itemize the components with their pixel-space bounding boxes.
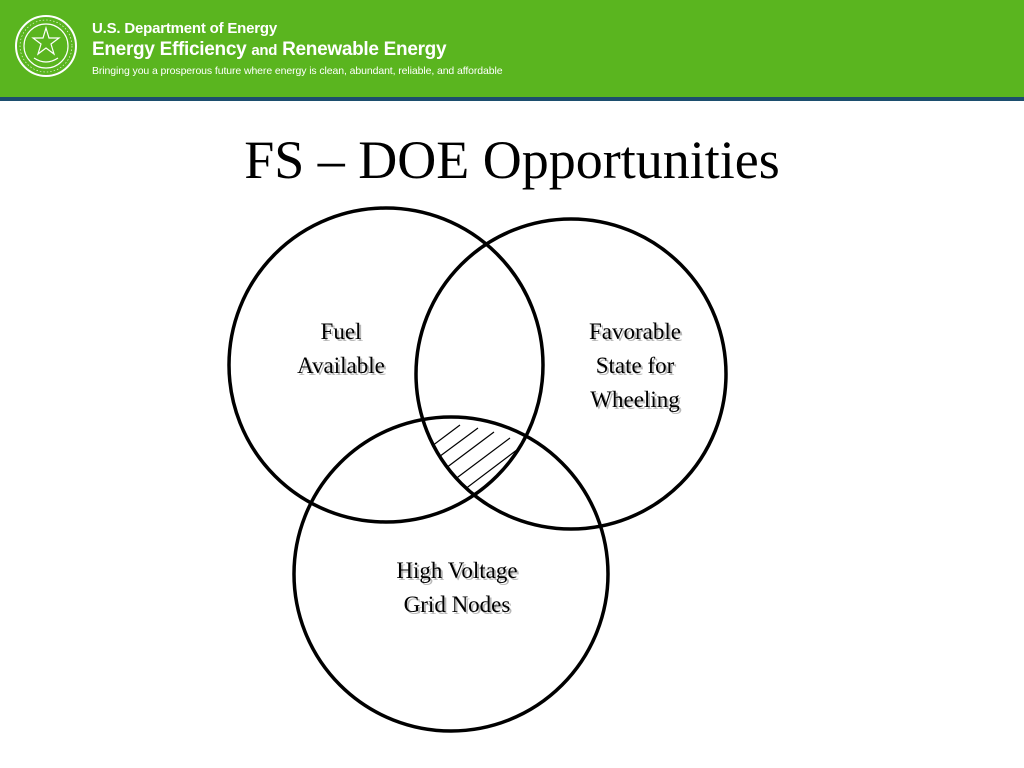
venn-label-favorable-line2-shadow: State for	[598, 355, 677, 380]
venn-label-fuel-line1: Fuel	[321, 319, 362, 344]
venn-label-favorable-state: Favorable Favorable State for State for …	[589, 319, 683, 414]
slide-title: FS – DOE Opportunities	[244, 130, 780, 190]
venn-circle-grid-nodes	[292, 415, 610, 733]
venn-label-favorable-line3: Wheeling	[590, 387, 680, 412]
venn-label-fuel-line2: Available	[297, 353, 385, 378]
venn-circle-fuel-available	[227, 206, 545, 524]
venn-label-grid-line1-shadow: High Voltage	[398, 560, 519, 585]
venn-label-favorable-line3-shadow: Wheeling	[592, 389, 682, 414]
venn-label-favorable-line2: State for	[596, 353, 675, 378]
venn-label-favorable-line1-shadow: Favorable	[591, 321, 683, 346]
venn-label-grid-line2-shadow: Grid Nodes	[406, 594, 513, 619]
office-name-part1: Energy Efficiency	[92, 39, 247, 60]
venn-label-fuel-available: Fuel Fuel Available Available	[297, 319, 387, 380]
banner-text: U.S. Department of Energy Energy Efficie…	[92, 20, 503, 78]
venn-label-grid-nodes: High Voltage High Voltage Grid Nodes Gri…	[396, 558, 519, 619]
office-name: Energy Efficiency and Renewable Energy	[92, 38, 503, 63]
venn-label-grid-line1: High Voltage	[396, 558, 517, 583]
venn-circle-favorable-state	[414, 217, 728, 531]
tagline: Bringing you a prosperous future where e…	[92, 65, 503, 77]
venn-label-fuel-line2-shadow: Available	[299, 355, 387, 380]
office-name-conjunction: and	[251, 42, 278, 59]
venn-label-grid-line2: Grid Nodes	[404, 592, 511, 617]
doe-banner: U.S. Department of Energy Energy Efficie…	[0, 0, 1024, 101]
venn-label-favorable-line1: Favorable	[589, 319, 681, 344]
venn-label-fuel-line1-shadow: Fuel	[323, 321, 364, 346]
department-name: U.S. Department of Energy	[92, 20, 278, 37]
office-name-part2: Renewable Energy	[282, 39, 447, 60]
doe-seal-icon	[15, 15, 77, 77]
